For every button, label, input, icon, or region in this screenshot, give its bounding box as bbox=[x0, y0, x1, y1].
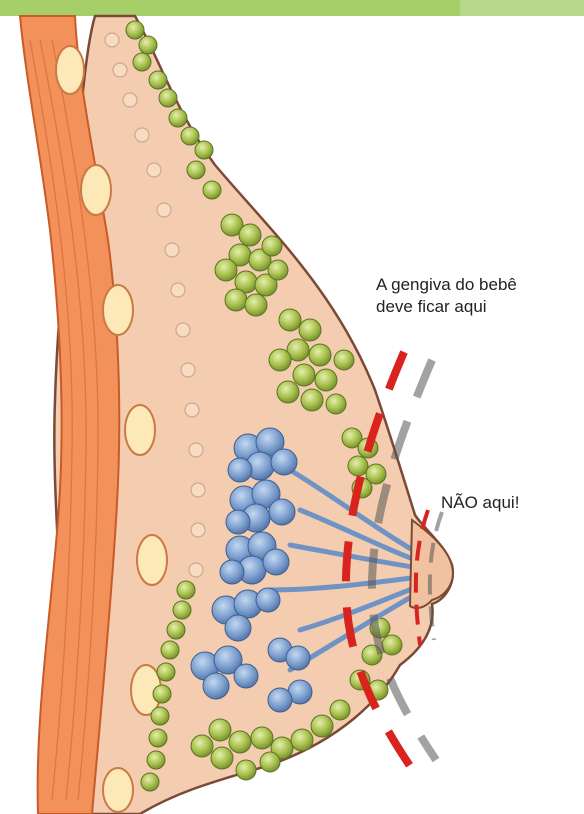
wrong-position-label: NÃO aqui! bbox=[441, 492, 519, 514]
correct-position-label-line2: deve ficar aqui bbox=[376, 296, 517, 318]
correct-position-label: A gengiva do bebê deve ficar aqui bbox=[376, 274, 517, 318]
correct-position-label-line1: A gengiva do bebê bbox=[376, 274, 517, 296]
